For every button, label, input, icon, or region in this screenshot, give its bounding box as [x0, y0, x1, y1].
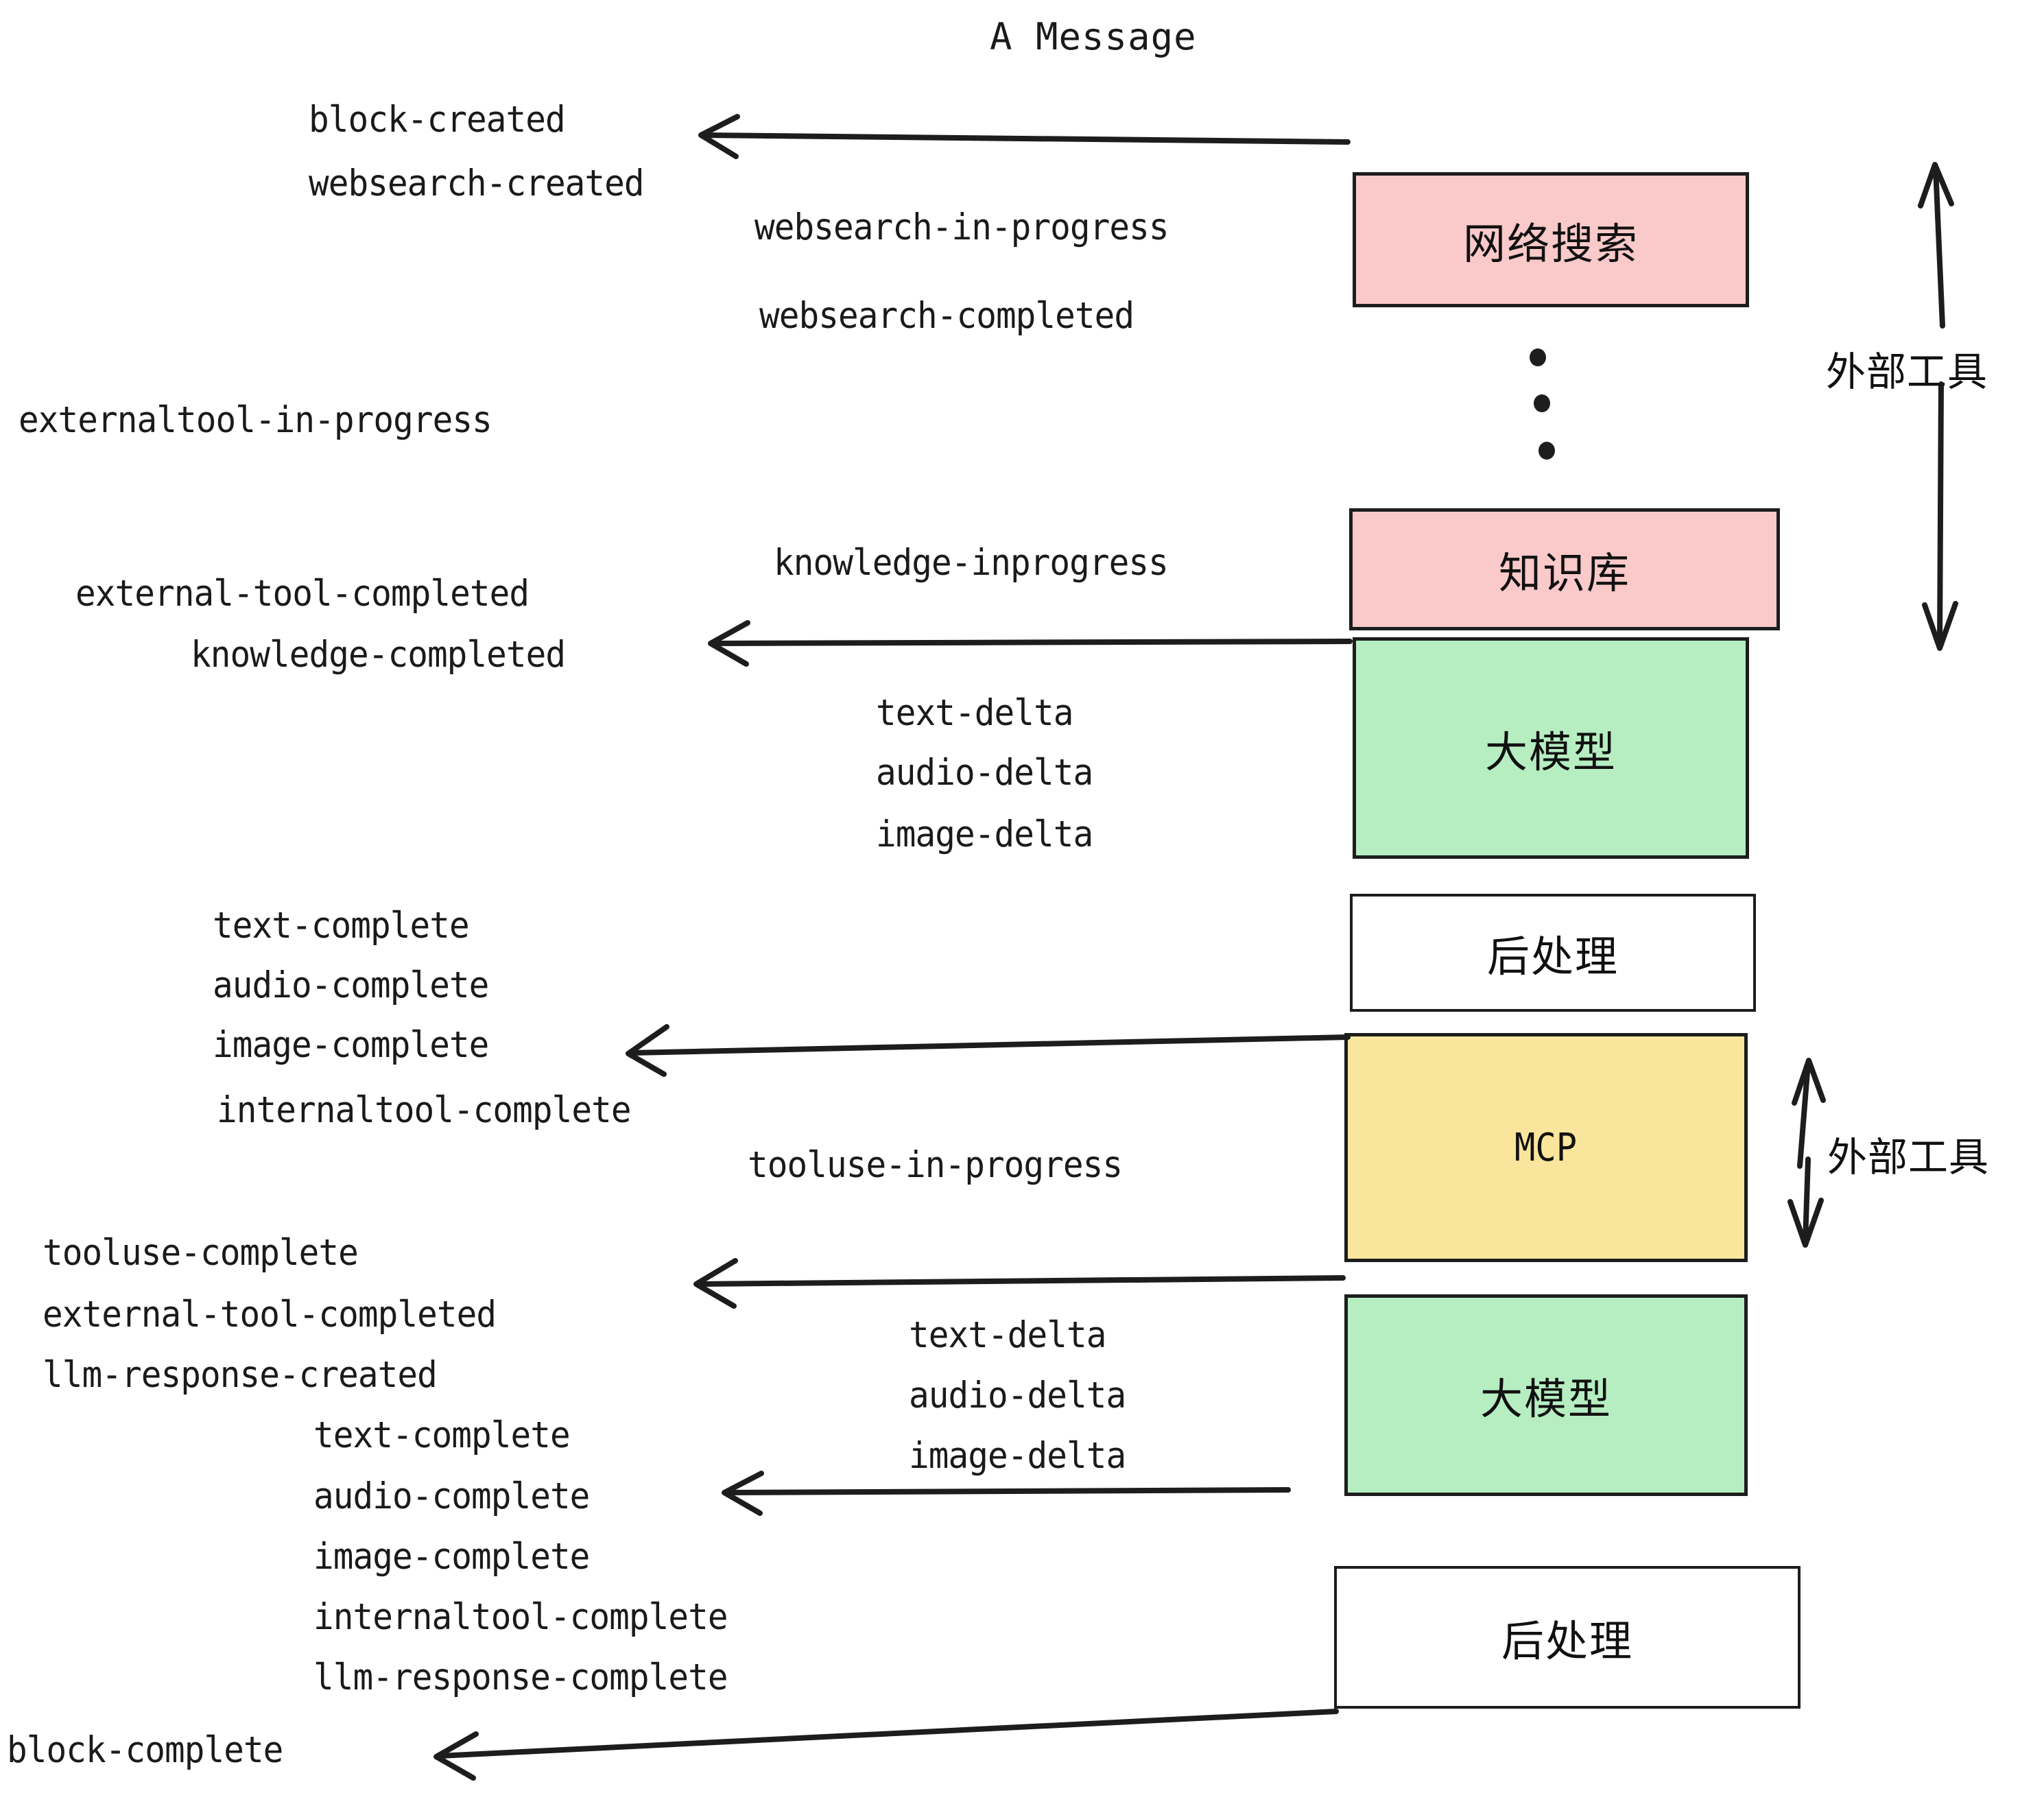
- event-audio-complete-1: audio-complete: [213, 964, 489, 1006]
- event-image-delta-1: image-delta: [876, 814, 1093, 855]
- event-external-tool-completed-2: external-tool-completed: [43, 1294, 497, 1336]
- event-websearch-completed: websearch-completed: [759, 295, 1134, 337]
- diagram-title: A Message: [990, 15, 1197, 58]
- side-label-external-tools-top: 外部工具: [1826, 348, 1988, 395]
- event-knowledge-inprogress: knowledge-inprogress: [774, 542, 1169, 584]
- arrow-knowledge-completed: [708, 620, 1353, 667]
- box-llm-2-label: 大模型: [1479, 1374, 1612, 1424]
- event-block-complete: block-complete: [7, 1729, 283, 1771]
- event-tooluse-in-progress: tooluse-in-progress: [748, 1144, 1123, 1186]
- ellipsis-dot-1: [1530, 348, 1546, 366]
- event-text-complete-2: text-complete: [313, 1414, 571, 1456]
- side-label-external-tools-bottom: 外部工具: [1827, 1134, 1990, 1180]
- event-external-tool-completed-1: external-tool-completed: [75, 573, 530, 615]
- arrow-block-complete: [433, 1709, 1339, 1781]
- box-llm-2[interactable]: 大模型: [1344, 1294, 1748, 1496]
- arrow-audio-complete-2: [722, 1471, 1291, 1516]
- box-websearch-label: 网络搜索: [1462, 218, 1639, 269]
- event-audio-delta-1: audio-delta: [876, 752, 1093, 794]
- event-internaltool-complete-2: internaltool-complete: [313, 1596, 728, 1638]
- event-text-delta-1: text-delta: [876, 692, 1073, 734]
- event-internaltool-complete-1: internaltool-complete: [217, 1089, 632, 1131]
- event-image-complete-1: image-complete: [213, 1024, 489, 1066]
- box-knowledge-base-label: 知识库: [1498, 548, 1630, 598]
- box-knowledge-base[interactable]: 知识库: [1349, 508, 1780, 630]
- box-websearch[interactable]: 网络搜索: [1353, 172, 1749, 307]
- box-llm-1-label: 大模型: [1484, 726, 1617, 777]
- box-postprocess-1[interactable]: 后处理: [1350, 894, 1756, 1012]
- event-externaltool-in-progress: externaltool-in-progress: [19, 399, 492, 441]
- box-mcp[interactable]: MCP: [1344, 1033, 1748, 1262]
- bracket-external-tools-bottom: [1787, 1058, 1826, 1248]
- box-postprocess-1-label: 后处理: [1486, 931, 1619, 982]
- bracket-external-tools-top: [1918, 162, 1958, 651]
- event-text-complete-1: text-complete: [213, 905, 470, 947]
- event-audio-delta-2: audio-delta: [909, 1375, 1126, 1416]
- box-mcp-label: MCP: [1514, 1125, 1578, 1170]
- box-postprocess-2[interactable]: 后处理: [1334, 1566, 1801, 1709]
- event-audio-complete-2: audio-complete: [313, 1475, 590, 1517]
- event-image-complete-2: image-complete: [313, 1536, 590, 1578]
- event-block-created: block-created: [309, 99, 566, 141]
- box-llm-1[interactable]: 大模型: [1353, 637, 1749, 859]
- event-llm-response-created: llm-response-created: [43, 1354, 438, 1396]
- event-tooluse-complete: tooluse-complete: [43, 1232, 359, 1274]
- box-postprocess-2-label: 后处理: [1501, 1616, 1633, 1666]
- ellipsis-dot-2: [1534, 394, 1550, 412]
- event-knowledge-completed: knowledge-completed: [191, 634, 566, 676]
- event-llm-response-complete: llm-response-complete: [313, 1657, 728, 1698]
- event-websearch-created: websearch-created: [309, 163, 645, 204]
- event-websearch-in-progress: websearch-in-progress: [754, 206, 1169, 248]
- event-text-delta-2: text-delta: [909, 1314, 1106, 1356]
- event-image-delta-2: image-delta: [909, 1435, 1126, 1477]
- arrow-image-complete-1: [626, 1024, 1351, 1077]
- arrow-websearch-created: [698, 114, 1351, 159]
- ellipsis-dot-3: [1538, 442, 1555, 460]
- arrow-tooluse-complete: [693, 1258, 1346, 1309]
